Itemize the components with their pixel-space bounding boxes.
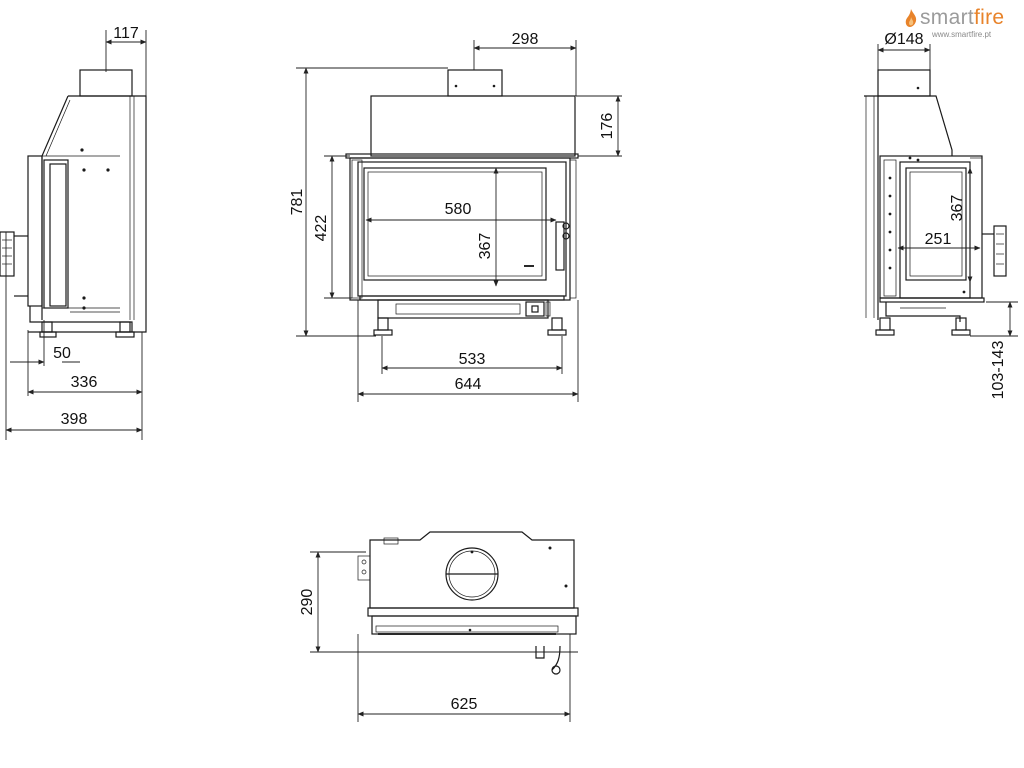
- front-view: [345, 69, 579, 336]
- dim-glass-height: 367: [477, 233, 494, 260]
- dim-right-glass-width: 251: [925, 231, 952, 248]
- front-dimensions: 298 781 176 422 580 367 533 644: [289, 31, 622, 402]
- flame-icon: [905, 9, 917, 27]
- side-left-dimensions: 117 50 336 398: [5, 25, 147, 440]
- dim-leg-adjust: 103-143: [990, 341, 1007, 400]
- dim-total-depth: 398: [61, 411, 88, 428]
- dim-glass-offset: 50: [53, 345, 71, 362]
- dim-total-height: 781: [289, 189, 306, 216]
- dim-top-width: 625: [451, 696, 478, 713]
- dim-flue-diameter: Ø148: [884, 31, 923, 48]
- dim-flue-depth: 117: [113, 25, 139, 42]
- dim-body-depth: 336: [71, 374, 98, 391]
- dim-flue-width: 298: [512, 31, 539, 48]
- dim-body-height: 422: [313, 215, 330, 242]
- top-dimensions: 290 625: [299, 551, 578, 722]
- dim-top-height: 176: [599, 113, 616, 140]
- dim-feet-span: 533: [459, 351, 486, 368]
- brand-name: smartfire: [920, 6, 1004, 30]
- dim-glass-width: 580: [445, 201, 472, 218]
- brand-name-part2: fire: [974, 6, 1005, 29]
- brand-name-part1: smart: [920, 6, 974, 29]
- dim-right-glass-height: 367: [949, 195, 966, 222]
- brand-logo: smartfire www.smartfire.pt: [902, 6, 1020, 46]
- brand-url: www.smartfire.pt: [932, 30, 992, 39]
- side-right-dimensions: Ø148 367 251 103-143: [877, 31, 1018, 400]
- dim-total-width: 644: [455, 376, 482, 393]
- dim-top-depth: 290: [299, 589, 316, 616]
- top-view: [357, 531, 579, 675]
- side-view-left: [0, 69, 147, 338]
- side-view-right: [864, 69, 1007, 336]
